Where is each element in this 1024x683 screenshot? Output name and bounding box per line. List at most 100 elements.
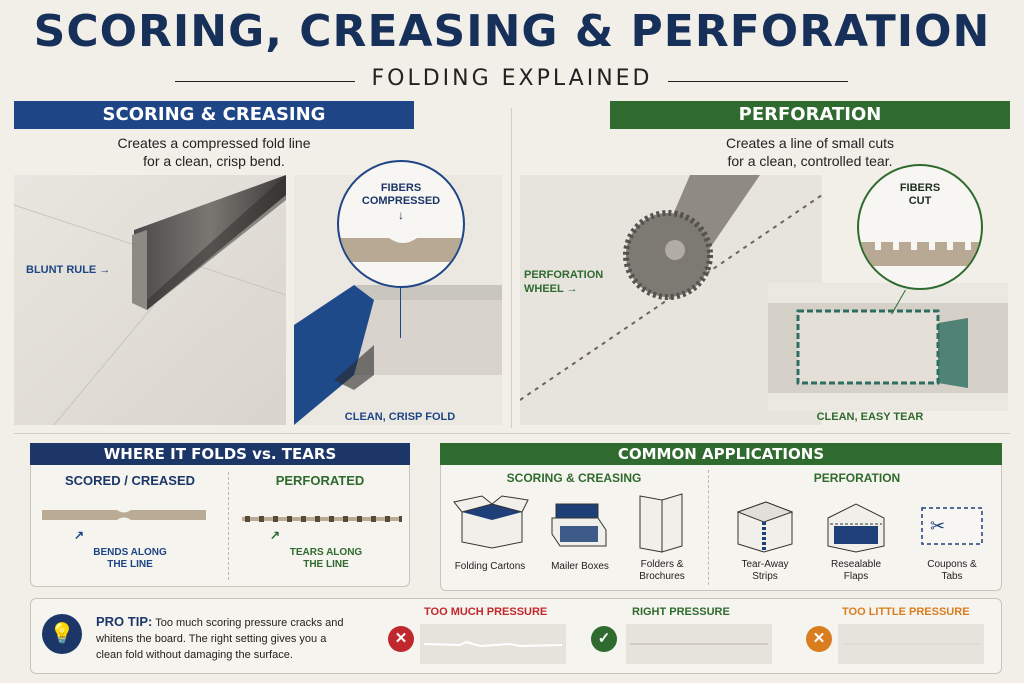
pro-tip-line3: clean fold without damaging the surface. bbox=[96, 649, 293, 661]
coupon-scissors-icon: ✂ bbox=[920, 506, 984, 546]
easy-tear-illustration bbox=[768, 283, 1008, 411]
scoring-photo bbox=[14, 175, 286, 425]
compressed-board-section bbox=[339, 238, 463, 262]
app-label-line2: Strips bbox=[752, 571, 778, 582]
easy-tear-label: CLEAN, EASY TEAR bbox=[816, 411, 924, 423]
arrow-right-icon: → bbox=[99, 264, 111, 276]
panel-divider bbox=[708, 470, 709, 585]
check-icon: ✓ bbox=[591, 626, 617, 652]
scored-creased-head: SCORED / CREASED bbox=[64, 473, 196, 488]
tears-caption: ↗ TEARS ALONG THE LINE bbox=[266, 529, 386, 571]
app-label-1: Mailer Boxes bbox=[540, 561, 620, 573]
pro-tip-label: PRO TIP: bbox=[96, 614, 153, 629]
too-little-pressure-sample bbox=[838, 624, 984, 664]
perforated-strip-illustration bbox=[242, 516, 402, 522]
subtitle-rule-left bbox=[175, 81, 355, 82]
app-label-line1: Resealable bbox=[830, 559, 882, 570]
fibers-compressed-callout: FIBERS COMPRESSED ↓ bbox=[337, 160, 465, 288]
easy-tear-photo bbox=[768, 283, 1008, 411]
app-label-line1: Coupons & bbox=[927, 559, 977, 570]
pro-tip-line2: whitens the board. The right setting giv… bbox=[96, 633, 327, 645]
callout-line2: COMPRESSED bbox=[361, 195, 441, 207]
perforated-board-section bbox=[859, 242, 981, 266]
app-label-line2: Flaps bbox=[843, 571, 869, 582]
curved-arrow-icon: ↗ bbox=[74, 528, 85, 542]
applications-heading: COMMON APPLICATIONS bbox=[440, 443, 1002, 465]
tears-caption-line2: THE LINE bbox=[303, 559, 349, 570]
scoring-heading: SCORING & CREASING bbox=[14, 101, 414, 129]
subtitle-row: FOLDING EXPLAINED bbox=[0, 66, 1024, 96]
perforation-wheel-line2-row: WHEEL → bbox=[524, 282, 603, 296]
app-label-line1: Mailer Boxes bbox=[551, 561, 609, 572]
crisp-fold-label: CLEAN, CRISP FOLD bbox=[344, 411, 456, 423]
blunt-rule-illustration bbox=[14, 175, 286, 425]
lightbulb-icon: 💡 bbox=[42, 614, 82, 654]
scoring-desc-line2: for a clean, crisp bend. bbox=[143, 153, 285, 169]
section-divider bbox=[511, 108, 512, 428]
scored-strip-illustration bbox=[42, 510, 206, 520]
bends-caption-line1: BENDS ALONG bbox=[93, 547, 167, 558]
tears-caption-line1: TEARS ALONG bbox=[289, 547, 363, 558]
perforation-wheel-line2: WHEEL bbox=[524, 283, 564, 295]
callout-text: FIBERS COMPRESSED bbox=[339, 182, 463, 208]
app-label-4: Resealable Flaps bbox=[812, 559, 900, 583]
app-label-0: Folding Cartons bbox=[440, 561, 540, 573]
callout-line1: FIBERS bbox=[380, 182, 422, 194]
scoring-desc-line1: Creates a compressed fold line bbox=[117, 135, 311, 151]
scored-strip bbox=[42, 508, 206, 522]
perforation-wheel-line1: PERFORATION bbox=[524, 269, 604, 281]
pro-tip-line1-row: PRO TIP: Too much scoring pressure crack… bbox=[96, 614, 366, 631]
app-label-line2: Brochures bbox=[639, 571, 685, 582]
too-much-pressure-sample bbox=[420, 624, 566, 664]
panel-divider bbox=[228, 472, 229, 580]
callout-line2: CUT bbox=[908, 195, 932, 207]
page-subtitle: FOLDING EXPLAINED bbox=[371, 66, 653, 91]
arrow-right-icon: → bbox=[566, 283, 578, 295]
pro-tip-text: PRO TIP: Too much scoring pressure crack… bbox=[96, 614, 366, 663]
right-pressure-sample bbox=[626, 624, 772, 664]
app-label-line1: Tear-Away bbox=[741, 559, 789, 570]
page-title: SCORING, CREASING & PERFORATION bbox=[33, 6, 991, 57]
app-label-5: Coupons & Tabs bbox=[910, 559, 994, 583]
perforation-desc-line1: Creates a line of small cuts bbox=[725, 135, 895, 151]
blunt-rule-label: BLUNT RULE → bbox=[26, 264, 110, 276]
callout-line1: FIBERS bbox=[899, 182, 941, 194]
row-divider bbox=[14, 433, 1010, 434]
applications-scoring-head: SCORING & CREASING bbox=[506, 471, 642, 485]
folding-carton-icon bbox=[452, 490, 532, 550]
perforation-desc-line2: for a clean, controlled tear. bbox=[727, 153, 893, 169]
too-little-pressure-label: TOO LITTLE PRESSURE bbox=[842, 606, 970, 618]
perforation-wheel-label: PERFORATION WHEEL → bbox=[524, 268, 603, 296]
x-icon: ✕ bbox=[388, 626, 414, 652]
callout-text: FIBERS CUT bbox=[859, 182, 981, 208]
folds-vs-tears-heading: WHERE IT FOLDS vs. TEARS bbox=[30, 443, 410, 465]
app-label-line1: Folders & bbox=[640, 559, 684, 570]
resealable-flap-icon bbox=[820, 500, 892, 554]
perforation-description: Creates a line of small cuts for a clean… bbox=[610, 134, 1010, 170]
svg-text:✂: ✂ bbox=[930, 516, 945, 536]
folder-icon bbox=[638, 492, 686, 554]
app-label-line2: Tabs bbox=[941, 571, 963, 582]
mailer-box-icon bbox=[548, 496, 610, 554]
perforation-heading: PERFORATION bbox=[610, 101, 1010, 129]
subtitle-rule-right bbox=[668, 81, 848, 82]
tear-strip-box-icon bbox=[734, 496, 796, 554]
too-much-pressure-label: TOO MUCH PRESSURE bbox=[424, 606, 548, 618]
scoring-description: Creates a compressed fold line for a cle… bbox=[14, 134, 414, 170]
app-label-2: Folders & Brochures bbox=[618, 559, 706, 583]
app-label-line1: Folding Cartons bbox=[454, 561, 526, 572]
curved-arrow-icon: ↗ bbox=[270, 528, 281, 542]
pro-tip-line1: Too much scoring pressure cracks and bbox=[155, 617, 344, 629]
app-label-3: Tear-Away Strips bbox=[724, 559, 806, 583]
applications-perforation-head: PERFORATION bbox=[813, 471, 901, 485]
right-pressure-label: RIGHT PRESSURE bbox=[632, 606, 730, 618]
x-icon: ✕ bbox=[806, 626, 832, 652]
bends-caption-line2: THE LINE bbox=[107, 559, 153, 570]
perforated-head: PERFORATED bbox=[275, 473, 365, 488]
blunt-rule-text: BLUNT RULE bbox=[26, 264, 97, 276]
fibers-cut-callout: FIBERS CUT bbox=[857, 164, 983, 290]
perforated-strip bbox=[242, 511, 402, 522]
callout-connector bbox=[400, 288, 401, 338]
bends-caption: ↗ BENDS ALONG THE LINE bbox=[70, 529, 190, 571]
arrow-down-icon: ↓ bbox=[398, 208, 404, 222]
